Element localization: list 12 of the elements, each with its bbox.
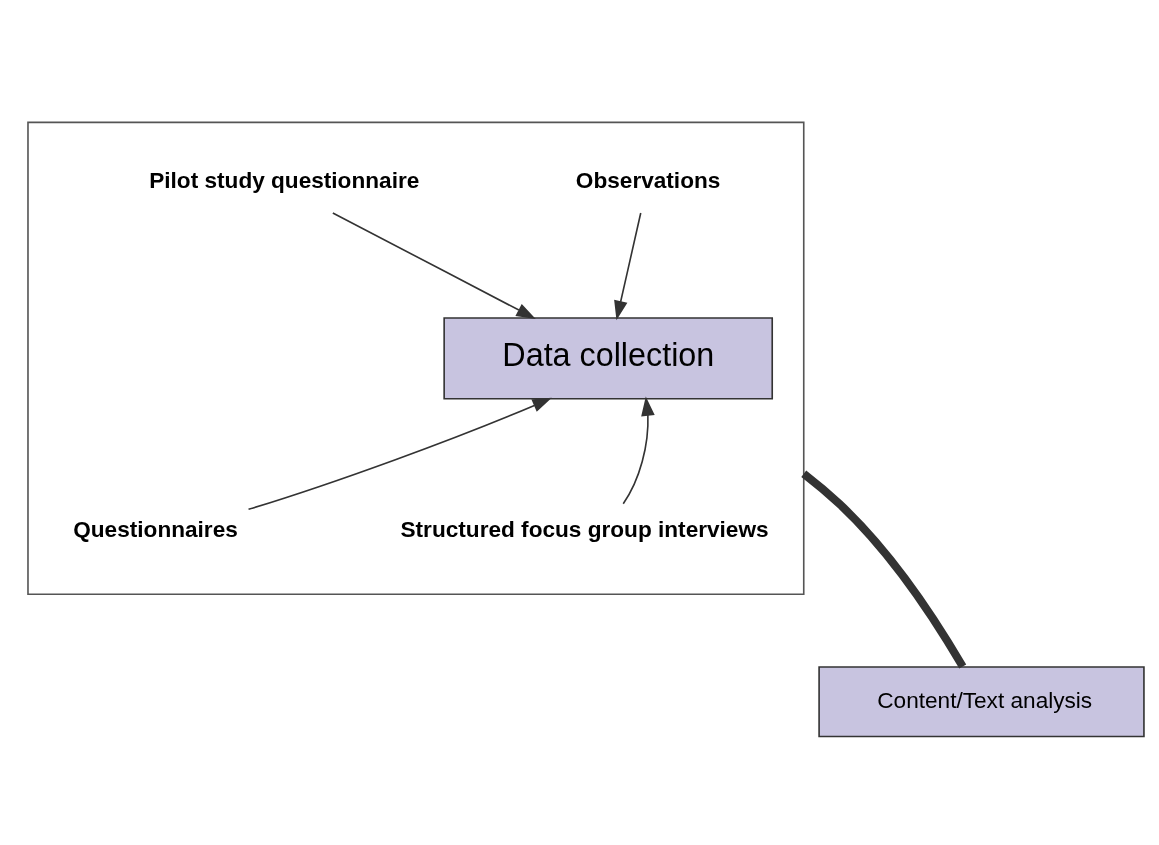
connector — [801, 470, 967, 669]
node-text: Pilot study questionnaire — [149, 167, 420, 193]
node-text: Observations — [575, 167, 721, 193]
arrow — [622, 395, 655, 505]
cluster — [27, 121, 805, 595]
node-text: Questionnaires — [73, 516, 238, 542]
node-text: Structured focus group interviews — [400, 516, 769, 542]
arrow — [614, 211, 642, 320]
node-box: Data collection — [443, 316, 774, 400]
arrow — [247, 397, 552, 510]
arrow — [332, 211, 536, 319]
node-box: Content/Text analysis — [818, 665, 1145, 737]
